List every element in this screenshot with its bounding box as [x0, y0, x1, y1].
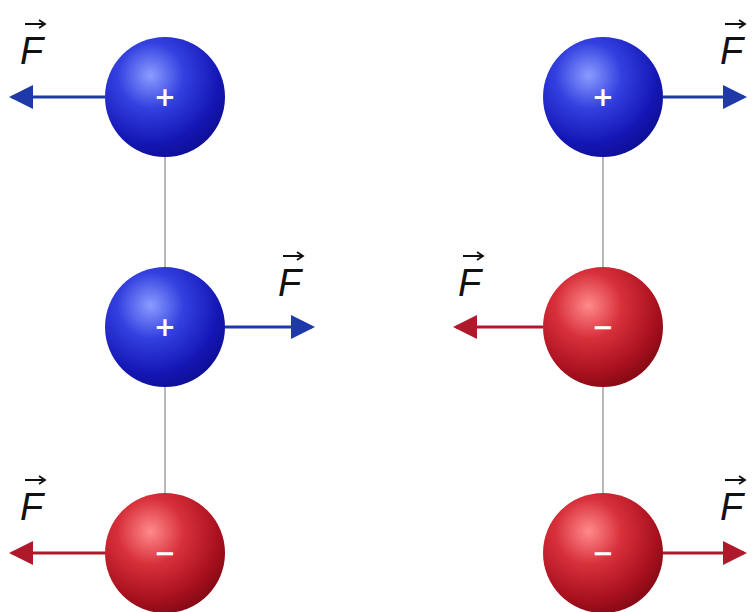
vector-arrow [280, 250, 306, 262]
charge-sign: + [592, 84, 614, 110]
charge-sign: − [154, 540, 176, 566]
negative-charge: − [543, 493, 663, 612]
charge-sign: − [592, 314, 614, 340]
force-letter: F [278, 262, 301, 304]
bond-line [602, 157, 604, 267]
positive-charge: + [543, 37, 663, 157]
charge-sign: + [154, 314, 176, 340]
force-arrow [663, 96, 744, 99]
force-label: F [278, 250, 301, 302]
force-letter: F [20, 30, 43, 72]
vector-arrow [460, 250, 486, 262]
bond-line [164, 157, 166, 267]
force-letter: F [720, 30, 743, 72]
vector-arrow [22, 474, 48, 486]
vector-arrow [22, 18, 48, 30]
force-arrow [225, 326, 312, 329]
force-label: F [720, 18, 743, 70]
force-arrow [663, 552, 744, 555]
vector-arrow [722, 18, 748, 30]
force-label: F [720, 474, 743, 526]
force-label: F [20, 474, 43, 526]
vector-arrow [722, 474, 748, 486]
charge-sign: + [154, 84, 176, 110]
negative-charge: − [543, 267, 663, 387]
force-arrow [12, 96, 105, 99]
force-label: F [20, 18, 43, 70]
charge-sign: − [592, 540, 614, 566]
force-letter: F [458, 262, 481, 304]
force-label: F [458, 250, 481, 302]
positive-charge: + [105, 267, 225, 387]
force-arrow [456, 326, 543, 329]
positive-charge: + [105, 37, 225, 157]
force-letter: F [720, 486, 743, 528]
negative-charge: − [105, 493, 225, 612]
force-arrow [12, 552, 105, 555]
bond-line [602, 387, 604, 493]
bond-line [164, 387, 166, 493]
force-letter: F [20, 486, 43, 528]
